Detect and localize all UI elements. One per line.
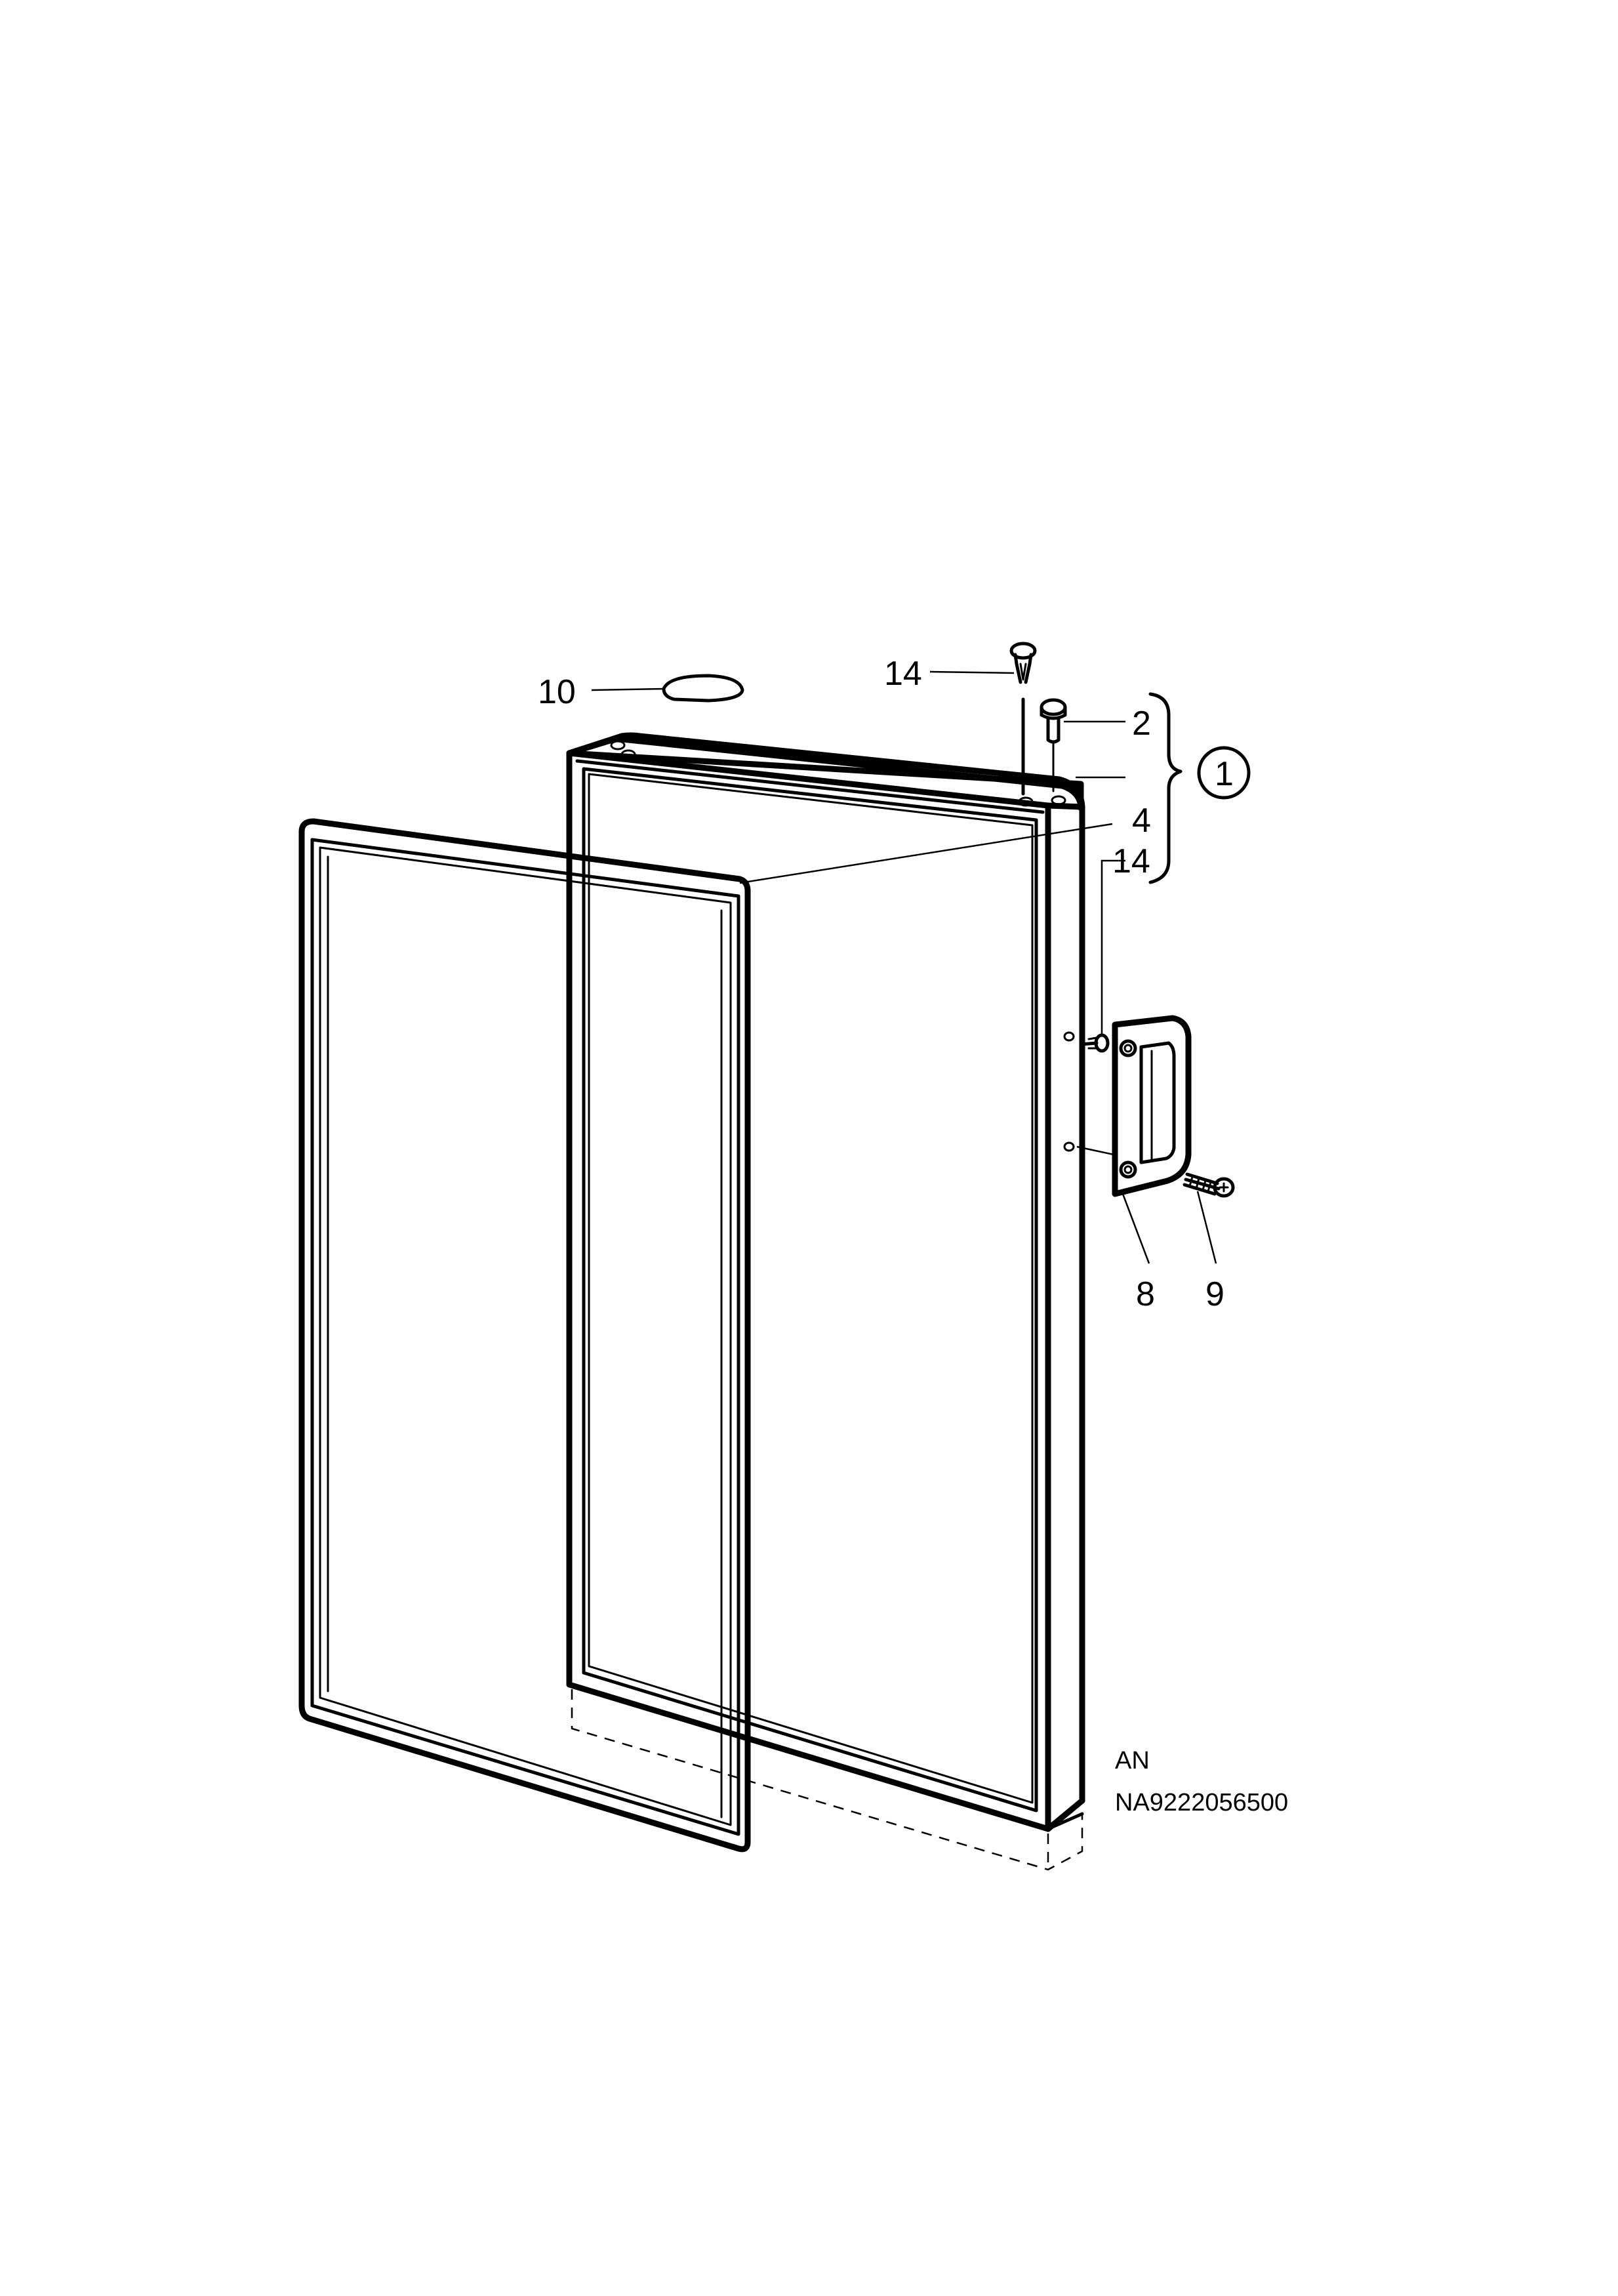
reference-number: NA9222056500 (1115, 1789, 1288, 1816)
callout-14-side: 14 (1112, 842, 1150, 880)
callout-14-top: 14 (884, 655, 922, 693)
callout-10: 10 (538, 673, 576, 711)
leader-lines (591, 670, 1217, 1264)
reference-code: AN (1115, 1747, 1150, 1774)
assembly-brace (1148, 692, 1251, 884)
dashed-base-outline (571, 1689, 1083, 1871)
callout-9: 9 (1205, 1275, 1224, 1313)
door-panel (566, 732, 1085, 1832)
hinge-pin (1040, 698, 1067, 792)
callout-2: 2 (1132, 705, 1151, 743)
handle-screw (1183, 1172, 1235, 1198)
door-handle (1112, 1015, 1192, 1197)
door-gasket (298, 818, 751, 1853)
callout-1: 1 (1215, 755, 1234, 793)
callout-4: 4 (1132, 802, 1151, 840)
cover-cap (662, 674, 744, 703)
callout-8: 8 (1136, 1275, 1155, 1313)
top-pin (1009, 642, 1037, 796)
